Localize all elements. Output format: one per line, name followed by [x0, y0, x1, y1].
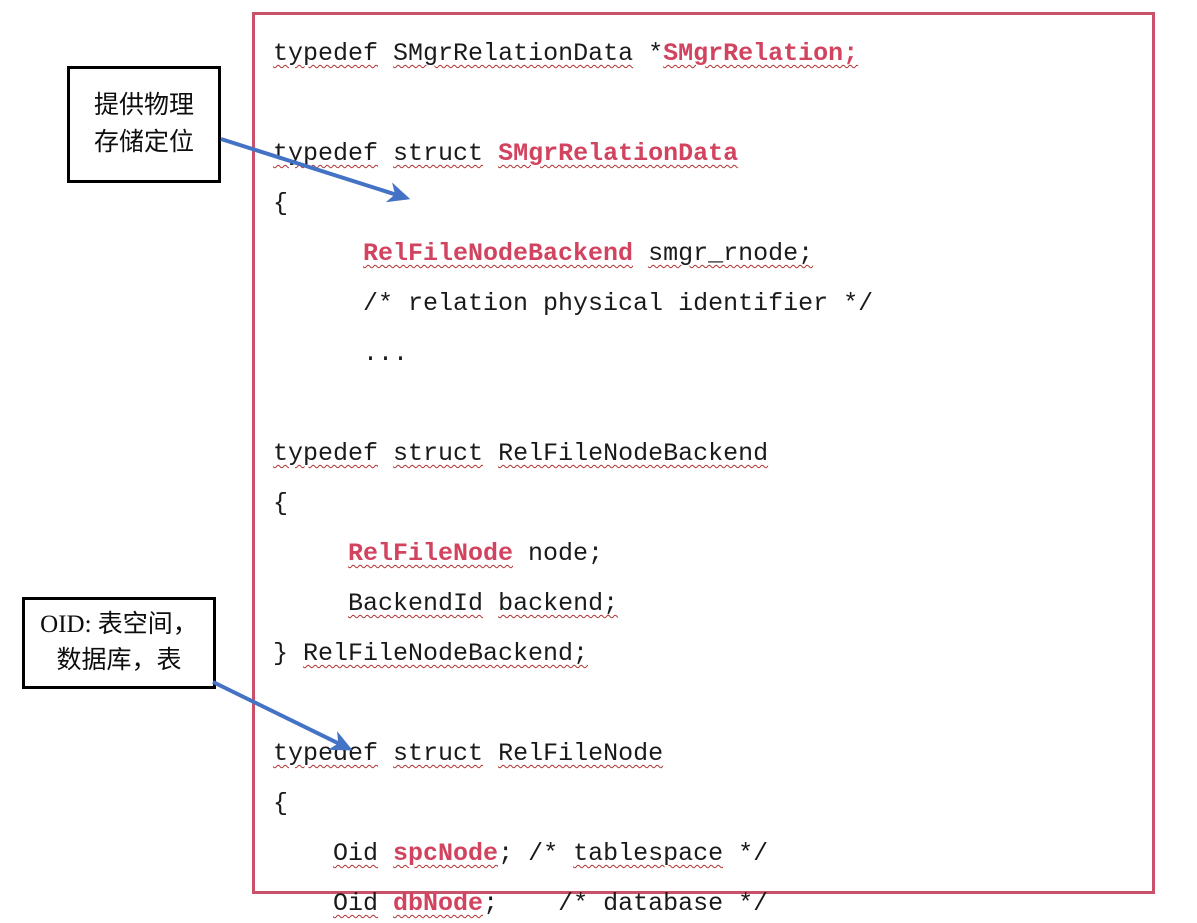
code-token	[378, 839, 393, 868]
code-token: node;	[513, 539, 604, 568]
code-line: RelFileNode node;	[273, 529, 1148, 579]
code-token: }	[273, 639, 304, 668]
annotation-line: 提供物理	[93, 92, 194, 120]
code-line	[273, 79, 1148, 129]
code-token: smgr_rnode;	[648, 239, 814, 268]
code-token: BackendId	[348, 589, 484, 618]
code-token	[378, 889, 393, 918]
code-frame: typedef SMgrRelationData *SMgrRelation; …	[252, 12, 1155, 918]
code-token	[483, 739, 498, 768]
code-token	[378, 139, 393, 168]
code-line: Oid spcNode; /* tablespace */	[273, 829, 1148, 879]
code-token: struct	[393, 739, 484, 768]
code-token: typedef	[273, 439, 379, 468]
code-line: {	[273, 179, 1148, 229]
code-token: /* relation physical identifier */	[273, 289, 874, 318]
code-line: typedef struct RelFileNodeBackend	[273, 429, 1148, 479]
code-token: {	[273, 789, 289, 818]
code-token: SMgrRelationData	[498, 139, 739, 168]
annotation-line: 存储定位	[93, 128, 194, 156]
code-token: ...	[273, 339, 409, 368]
code-token: ; /*	[498, 839, 574, 868]
code-line: ...	[273, 329, 1148, 379]
code-token: typedef	[273, 739, 379, 768]
code-token: RelFileNodeBackend	[363, 239, 634, 268]
code-token: RelFileNodeBackend;	[303, 639, 589, 668]
code-token: ; /* database */	[483, 889, 769, 918]
code-token	[633, 239, 648, 268]
code-token: *	[633, 39, 664, 68]
code-token: RelFileNodeBackend	[498, 439, 769, 468]
code-token	[483, 439, 498, 468]
code-token	[273, 239, 363, 268]
code-token	[273, 889, 333, 918]
code-token: struct	[393, 439, 484, 468]
code-line	[273, 379, 1148, 429]
code-token	[483, 589, 498, 618]
code-line: /* relation physical identifier */	[273, 279, 1148, 329]
code-line: typedef struct RelFileNode	[273, 729, 1148, 779]
code-token: RelFileNode	[498, 739, 664, 768]
code-token	[378, 39, 393, 68]
code-token: {	[273, 189, 289, 218]
code-line: BackendId backend;	[273, 579, 1148, 629]
code-token: dbNode	[393, 889, 484, 918]
code-line: typedef struct SMgrRelationData	[273, 129, 1148, 179]
code-token: spcNode	[393, 839, 499, 868]
code-token	[378, 439, 393, 468]
code-token	[273, 539, 348, 568]
code-line: RelFileNodeBackend smgr_rnode;	[273, 229, 1148, 279]
code-token: */	[723, 839, 769, 868]
code-token: struct	[393, 139, 484, 168]
code-token	[273, 589, 348, 618]
code-token: backend;	[498, 589, 619, 618]
code-line: {	[273, 779, 1148, 829]
code-line: Oid dbNode; /* database */	[273, 879, 1148, 923]
code-token	[378, 739, 393, 768]
code-token: typedef	[273, 39, 379, 68]
code-token: tablespace	[573, 839, 724, 868]
code-block: typedef SMgrRelationData *SMgrRelation; …	[273, 29, 1148, 923]
code-token	[273, 839, 333, 868]
code-token: {	[273, 489, 289, 518]
code-line: } RelFileNodeBackend;	[273, 629, 1148, 679]
annotation-line: OID: 表空间，	[40, 610, 198, 638]
code-line	[273, 679, 1148, 729]
annotation-line: 数据库，表	[56, 647, 182, 674]
code-token: RelFileNode	[348, 539, 514, 568]
code-token: SMgrRelation;	[663, 39, 859, 68]
code-token: typedef	[273, 139, 379, 168]
annotation-box-oid: OID: 表空间， 数据库，表	[22, 597, 216, 689]
code-token	[483, 139, 498, 168]
code-token: SMgrRelationData	[393, 39, 634, 68]
code-token: Oid	[333, 889, 379, 918]
code-token: Oid	[333, 839, 379, 868]
annotation-box-physical-storage: 提供物理 存储定位	[67, 66, 221, 183]
code-line: {	[273, 479, 1148, 529]
code-line: typedef SMgrRelationData *SMgrRelation;	[273, 29, 1148, 79]
